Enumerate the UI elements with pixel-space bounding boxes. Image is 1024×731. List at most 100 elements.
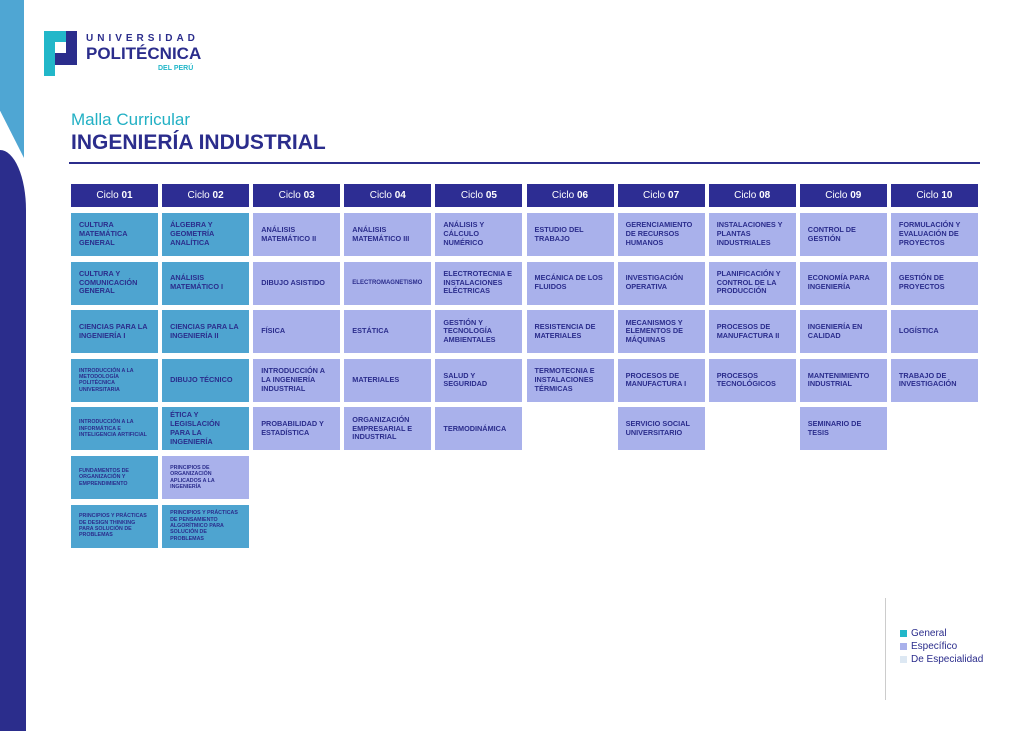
logo-line2: POLITÉCNICA [86,44,202,63]
cycle-header-03: Ciclo 03 [253,184,341,207]
page-subtitle: Malla Curricular [71,110,191,129]
logo-line3: DEL PERÚ [158,65,194,72]
course-cell: Introducción a la Ingeniería Industrial [253,358,341,402]
course-cell: Seminario de Tesis [799,407,887,451]
legend-label: Específico [911,641,958,652]
course-cell: Procesos de Manufactura II [708,310,796,354]
cycle-number: 05 [485,190,497,201]
cycle-number: 04 [394,190,406,201]
cycle-prefix: Ciclo [734,190,757,201]
legend-swatch [900,630,907,637]
course-cell: Principios y Prácticas de Pensamiento Al… [162,504,250,548]
course-cell: Física [253,310,341,354]
course-cell: Organización Empresarial e Industrial [344,407,432,451]
cycle-number: 07 [668,190,680,201]
course-cell: Trabajo de Investigación [890,358,978,402]
cycle-number: 01 [121,190,133,201]
decor-band-dark [0,150,26,731]
title-divider [69,162,980,164]
course-cell: Ciencias para la Ingeniería I [71,310,158,354]
course-cell: Electrotecnia e Instalaciones Eléctricas [435,261,523,305]
course-cell: Gerenciamiento de Recursos Humanos [617,213,705,256]
course-cell: Principios y Prácticas de Design Thinkin… [71,504,158,548]
course-cell: Estática [344,310,432,354]
course-cell: Ética y Legislación para la Ingeniería [162,407,250,451]
course-cell: Cultura y Comunicación General [71,261,158,305]
course-cell: Termodinámica [435,407,523,451]
cycle-prefix: Ciclo [551,190,575,201]
legend-label: General [911,628,947,639]
course-cell: Economía para Ingeniería [799,261,887,305]
course-cell: Termotecnia e Instalaciones Térmicas [526,358,614,402]
legend-label: De Especialidad [911,654,984,665]
course-cell: Dibujo Asistido [253,261,341,305]
cycle-header-06: Ciclo 06 [526,184,614,207]
course-cell: Salud y Seguridad [435,358,523,402]
cycle-prefix: Ciclo [96,190,119,201]
course-cell: Fundamentos de Organización y Emprendimi… [71,456,158,499]
cycle-number: 02 [212,190,224,201]
legend-swatch [900,643,907,650]
legend-divider [885,598,886,700]
course-cell: Análisis y Cálculo Numérico [435,213,523,256]
legend: General Específico De Especialidad [900,627,983,666]
cycle-header-04: Ciclo 04 [344,184,432,207]
legend-item-especifico: Específico [900,640,983,653]
cycle-header-02: Ciclo 02 [162,184,250,207]
course-cell: Principios de Organización Aplicados a l… [162,456,250,499]
course-cell: Control de Gestión [799,213,887,256]
course-cell: Cultura Matemática General [71,213,158,256]
cycle-header-09: Ciclo 09 [799,184,887,207]
course-cell: Mecanismos y Elementos de Máquinas [617,310,705,354]
cycle-number: 08 [759,190,771,201]
course-cell: Ingeniería en Calidad [799,310,887,354]
cycle-number: 10 [941,190,953,201]
legend-swatch [900,656,907,663]
course-cell: Materiales [344,358,432,402]
course-cell: Mecánica de los Fluidos [526,261,614,305]
course-cell: Análisis Matemático III [344,213,432,256]
course-cell: Probabilidad y Estadística [253,407,341,451]
course-cell: Resistencia de Materiales [526,310,614,354]
course-cell: Estudio del Trabajo [526,213,614,256]
course-cell: Formulación y Evaluación de Proyectos [890,213,978,256]
cycle-prefix: Ciclo [369,190,392,201]
cycle-prefix: Ciclo [643,190,666,201]
cycle-prefix: Ciclo [187,190,210,201]
logo-line1: UNIVERSIDAD [86,33,199,44]
course-cell: Investigación Operativa [617,261,705,305]
course-cell: Ciencias para la Ingeniería II [162,310,250,354]
course-cell: Electromagnetismo [344,261,432,305]
legend-item-general: General [900,627,983,640]
cycle-header-01: Ciclo 01 [71,184,158,207]
course-cell: Planificación y Control de la Producción [708,261,796,305]
cycle-header-10: Ciclo 10 [890,184,978,207]
cycle-prefix: Ciclo [278,190,301,201]
cycle-header-08: Ciclo 08 [708,184,796,207]
course-cell: Álgebra y Geometría Analítica [162,213,250,256]
cycle-number: 09 [850,190,862,201]
cycle-prefix: Ciclo [825,190,848,201]
legend-item-especialidad: De Especialidad [900,653,983,666]
course-cell: Logística [890,310,978,354]
course-cell: Mantenimiento Industrial [799,358,887,402]
course-cell: Servicio Social Universitario [617,407,705,451]
course-cell: Dibujo Técnico [162,358,250,402]
course-cell: Introducción a la Informática e Intelige… [71,407,158,451]
decor-band-light [0,0,24,158]
cycle-prefix: Ciclo [916,190,939,201]
course-cell: Introducción a la Metodología Politécnic… [71,358,158,402]
page-title: INGENIERÍA INDUSTRIAL [71,131,326,154]
cycle-prefix: Ciclo [460,190,484,201]
course-cell: Análisis Matemático I [162,261,250,305]
course-cell: Instalaciones y Plantas Industriales [708,213,796,256]
cycle-header-05: Ciclo 05 [435,184,523,207]
cycle-number: 03 [303,190,315,201]
university-logo: UNIVERSIDAD POLITÉCNICA DEL PERÚ [44,31,214,79]
course-cell: Gestión de Proyectos [890,261,978,305]
course-cell: Análisis Matemático II [253,213,341,256]
course-cell: Procesos Tecnológicos [708,358,796,402]
course-cell: Procesos de Manufactura I [617,358,705,402]
course-cell: Gestión y Tecnología Ambientales [435,310,523,354]
cycle-header-07: Ciclo 07 [617,184,705,207]
